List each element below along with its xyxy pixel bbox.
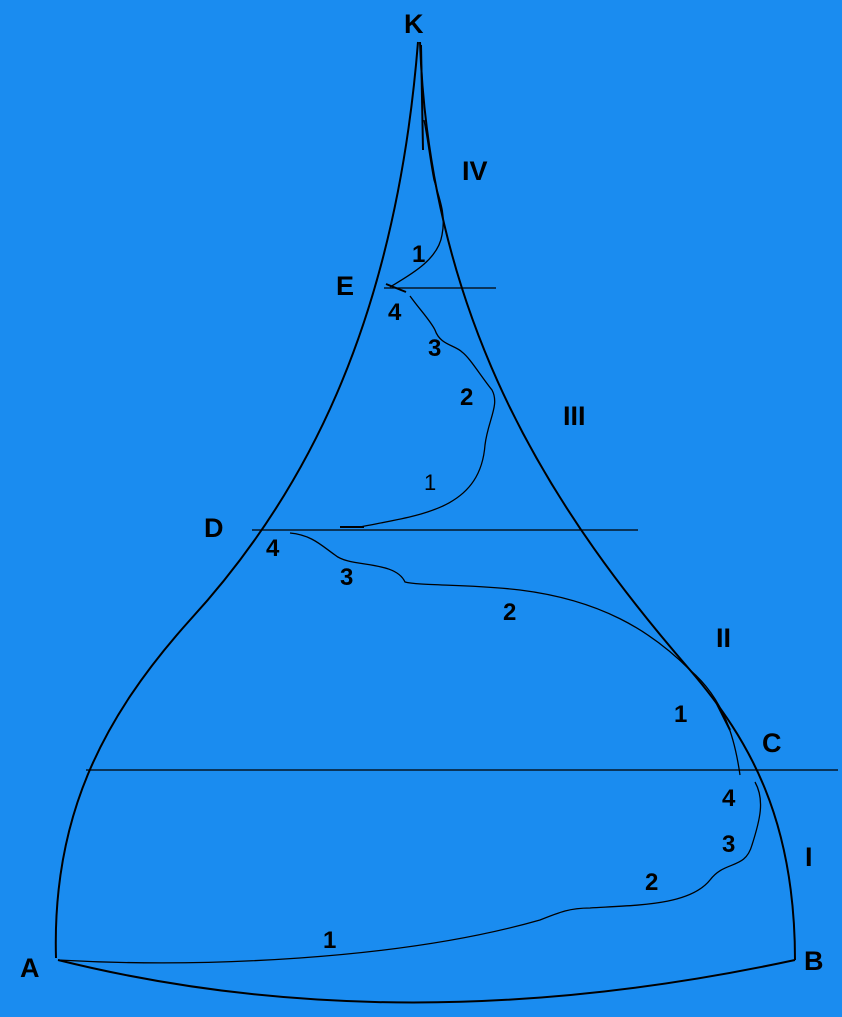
curve-zone-IV: [389, 119, 444, 288]
point-D-label: D: [204, 513, 224, 543]
zone-I-stage-3: 3: [722, 831, 735, 858]
zone-III-label: III: [563, 401, 586, 431]
outline-left-edge: [54, 41, 419, 959]
point-A-label: A: [20, 953, 40, 983]
tick-E: [385, 283, 407, 293]
zone-II-stage-1: 1: [674, 701, 687, 728]
zone-III-stage-3: 3: [428, 335, 441, 362]
zone-IV-label: IV: [462, 156, 488, 186]
outline-right-edge: [419, 41, 796, 961]
zone-III-stage-2: 2: [460, 384, 473, 411]
zone-I-label: I: [805, 842, 813, 872]
curve-zone-II: [289, 532, 741, 776]
tick-C: [714, 699, 731, 731]
zone-III-stage-1: 1: [424, 470, 436, 495]
point-E-label: E: [336, 271, 354, 301]
zone-II-label: II: [716, 623, 731, 653]
zone-II-stage-4: 4: [266, 535, 280, 562]
zone-II-stage-3: 3: [340, 564, 353, 591]
curve-zone-I: [57, 781, 762, 964]
outline-bottom-edge: [57, 959, 796, 1004]
zone-I-stage-4: 4: [722, 785, 736, 812]
curve-zone-III: [359, 295, 496, 528]
point-K-label: K: [404, 9, 424, 39]
spire-line: [420, 44, 424, 151]
point-B-label: B: [804, 946, 824, 976]
point-C-label: C: [762, 728, 782, 758]
zone-IV-stage-1: 1: [412, 241, 425, 268]
zone-I-stage-1: 1: [323, 927, 336, 954]
zone-II-stage-2: 2: [503, 599, 516, 626]
zone-I-stage-2: 2: [645, 869, 658, 896]
zone-III-stage-4: 4: [388, 299, 402, 326]
